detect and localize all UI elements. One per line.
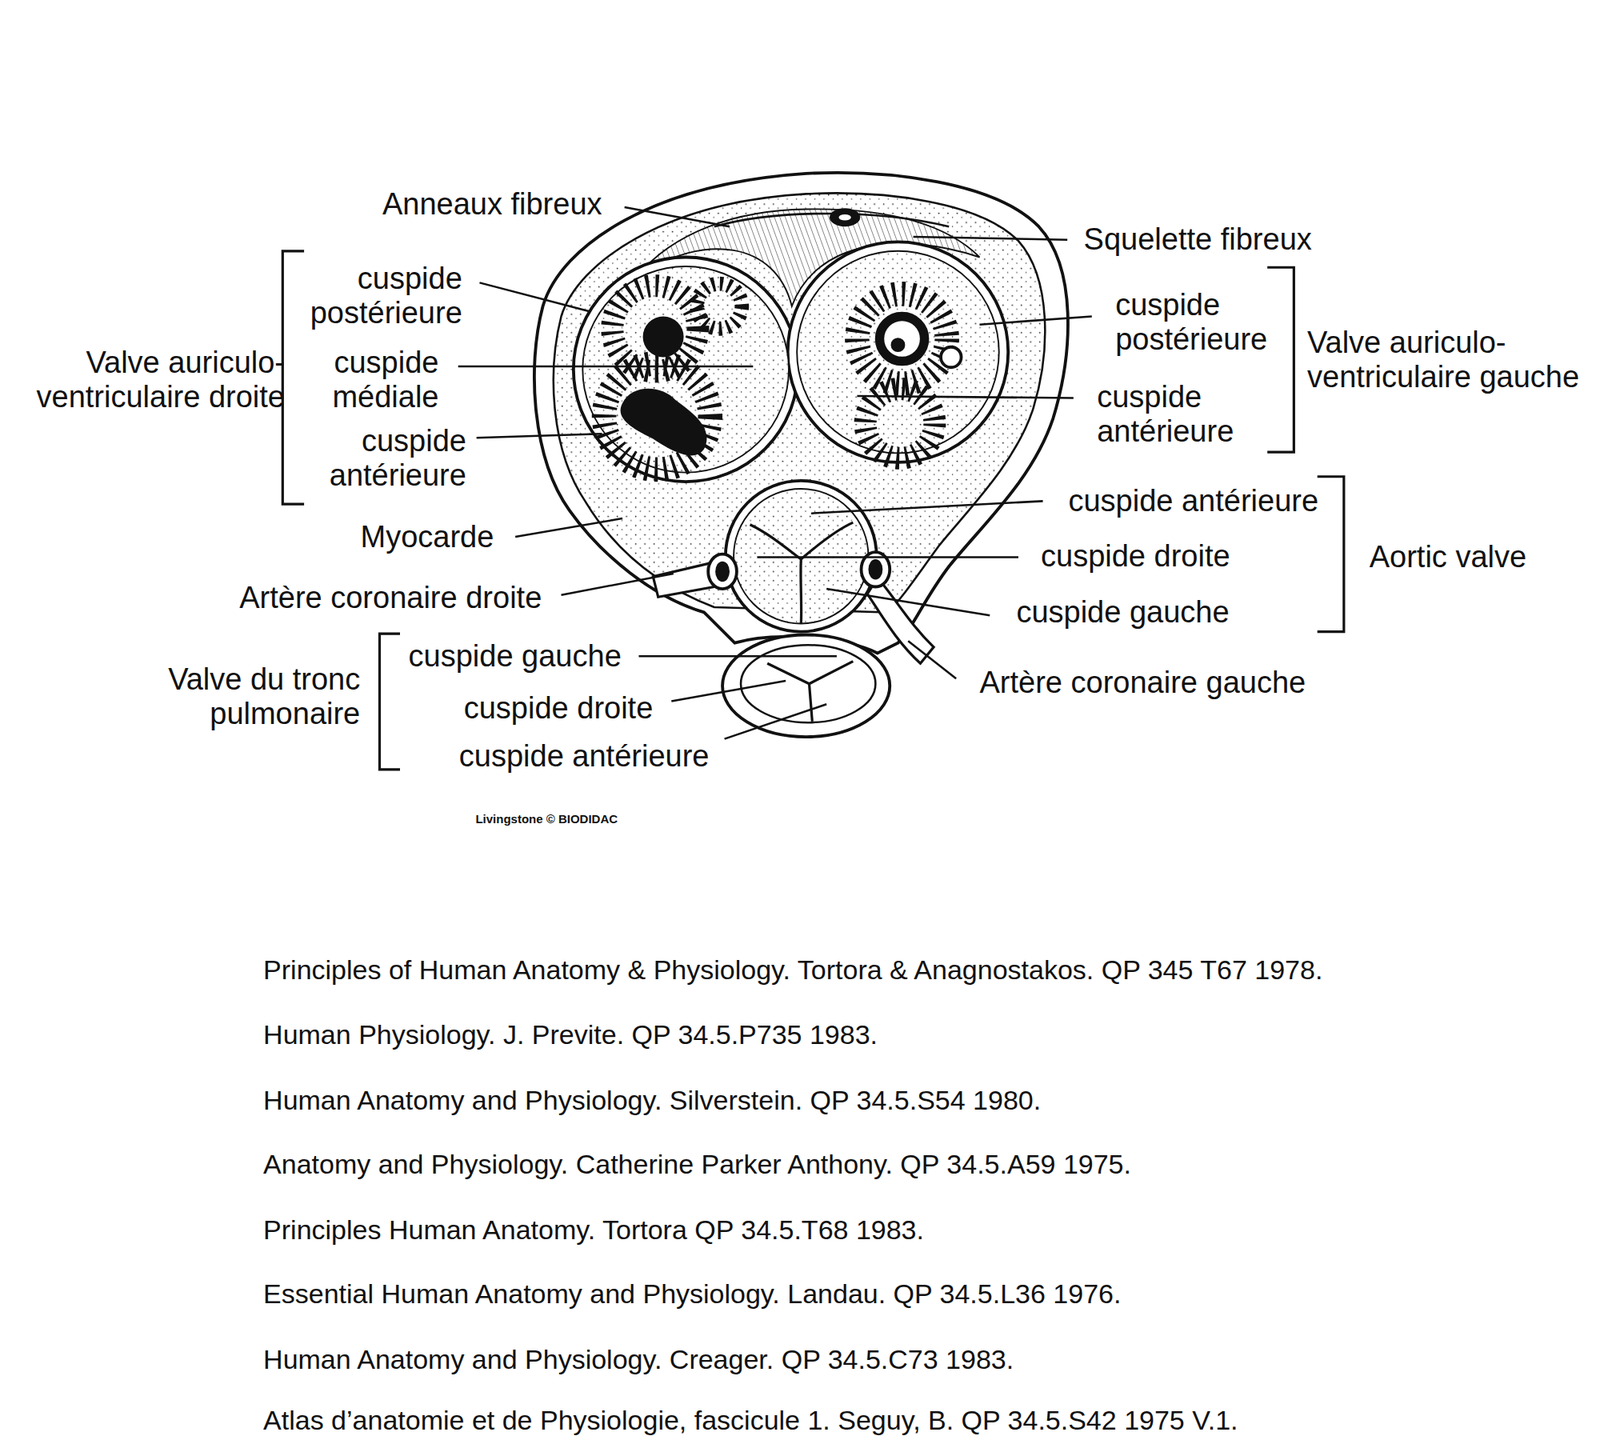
heart-outline bbox=[534, 172, 1068, 653]
cusp-label: cuspide postérieure bbox=[276, 261, 463, 331]
cusp-label: cuspide médiale bbox=[300, 345, 439, 415]
leader-line bbox=[811, 500, 1044, 513]
aortic-cusp-lines bbox=[750, 522, 854, 624]
right-coronary-artery bbox=[652, 559, 731, 597]
pulmonary-cusp-lines bbox=[767, 661, 853, 722]
part-label: Artère coronaire droite bbox=[239, 580, 542, 616]
left-coronary-artery bbox=[867, 577, 934, 664]
leader-line bbox=[979, 316, 1092, 324]
reference-text: Principles of Human Anatomy & Physiology… bbox=[263, 954, 1323, 985]
cusp-label: cuspide gauche bbox=[408, 639, 622, 674]
cusp-label: cuspide postérieure bbox=[1115, 288, 1301, 357]
ostium-lumen bbox=[715, 561, 730, 583]
leader-line bbox=[756, 556, 1019, 559]
pulmonary-trunk bbox=[722, 634, 890, 737]
leader-line bbox=[671, 680, 786, 702]
part-label: Anneaux fibreux bbox=[382, 187, 603, 222]
vessel-section bbox=[829, 208, 860, 227]
cusp-shadow bbox=[891, 337, 906, 352]
cusp-label: cuspide antérieure bbox=[1096, 380, 1261, 449]
leader-line bbox=[826, 588, 990, 616]
part-label: Squelette fibreux bbox=[1084, 222, 1312, 257]
watermark: Livingstone © BIODIDAC bbox=[475, 812, 618, 827]
cusp-shadow bbox=[620, 388, 708, 456]
leader-line bbox=[476, 433, 603, 438]
reference-text: Essential Human Anatomy and Physiology. … bbox=[263, 1278, 1121, 1309]
reference-text: Human Anatomy and Physiology. Creager. Q… bbox=[263, 1344, 1014, 1375]
cusp-label: cuspide droite bbox=[1040, 539, 1231, 574]
bracket bbox=[379, 633, 400, 770]
valve-label: Valve auriculo- ventriculaire gauche bbox=[1307, 325, 1596, 395]
tricuspid-annulus bbox=[573, 256, 799, 482]
chordae bbox=[696, 284, 742, 329]
leader-line bbox=[515, 518, 623, 537]
bracket bbox=[1267, 267, 1294, 452]
valve-label: Valve auriculo- ventriculaire droite bbox=[4, 345, 285, 415]
leader-line bbox=[856, 396, 1073, 399]
mitral-orifice bbox=[796, 251, 1000, 454]
part-label: Myocarde bbox=[360, 520, 495, 555]
reference-text: Atlas d’anatomie et de Physiologie, fasc… bbox=[263, 1404, 1239, 1436]
leader-line bbox=[479, 282, 588, 312]
leader-line bbox=[908, 640, 956, 679]
part-label: Artère coronaire gauche bbox=[979, 665, 1306, 700]
reference-text: Human Physiology. J. Previte. QP 34.5.P7… bbox=[263, 1019, 878, 1050]
leader-line bbox=[724, 704, 828, 739]
right-coronary-ostium bbox=[708, 554, 737, 589]
cusp-label: cuspide antérieure bbox=[302, 424, 467, 493]
cusp-label: cuspide gauche bbox=[1016, 595, 1229, 630]
cusp-label: cuspide droite bbox=[464, 691, 654, 726]
chordae bbox=[612, 285, 698, 372]
leader-line bbox=[638, 655, 836, 658]
vessel-lumen bbox=[838, 214, 851, 221]
ostium-lumen bbox=[868, 559, 883, 580]
leader-line bbox=[624, 207, 730, 227]
bracket bbox=[1317, 476, 1344, 632]
tricuspid-orifice bbox=[582, 266, 789, 473]
chordae bbox=[604, 363, 711, 470]
leader-line bbox=[561, 573, 674, 596]
chordae bbox=[865, 388, 936, 459]
reference-text: Principles Human Anatomy. Tortora QP 34.… bbox=[263, 1214, 924, 1245]
cusp-shadow bbox=[643, 316, 684, 357]
cusp-label: cuspide antérieure bbox=[459, 739, 710, 774]
cusp-label: cuspide antérieure bbox=[1068, 484, 1319, 519]
mitral-annulus bbox=[788, 241, 1009, 463]
cusp-ring bbox=[940, 347, 962, 368]
leader-line bbox=[458, 365, 754, 368]
valve-label: Aortic valve bbox=[1369, 540, 1527, 575]
leader-line bbox=[913, 236, 1068, 240]
cusp-ring bbox=[879, 316, 924, 361]
bracket bbox=[282, 251, 304, 504]
reference-text: Anatomy and Physiology. Catherine Parker… bbox=[263, 1148, 1132, 1180]
reference-text: Human Anatomy and Physiology. Silverstei… bbox=[263, 1084, 1041, 1116]
valve-label: Valve du tronc pulmonaire bbox=[142, 662, 360, 732]
chordae bbox=[856, 293, 947, 384]
